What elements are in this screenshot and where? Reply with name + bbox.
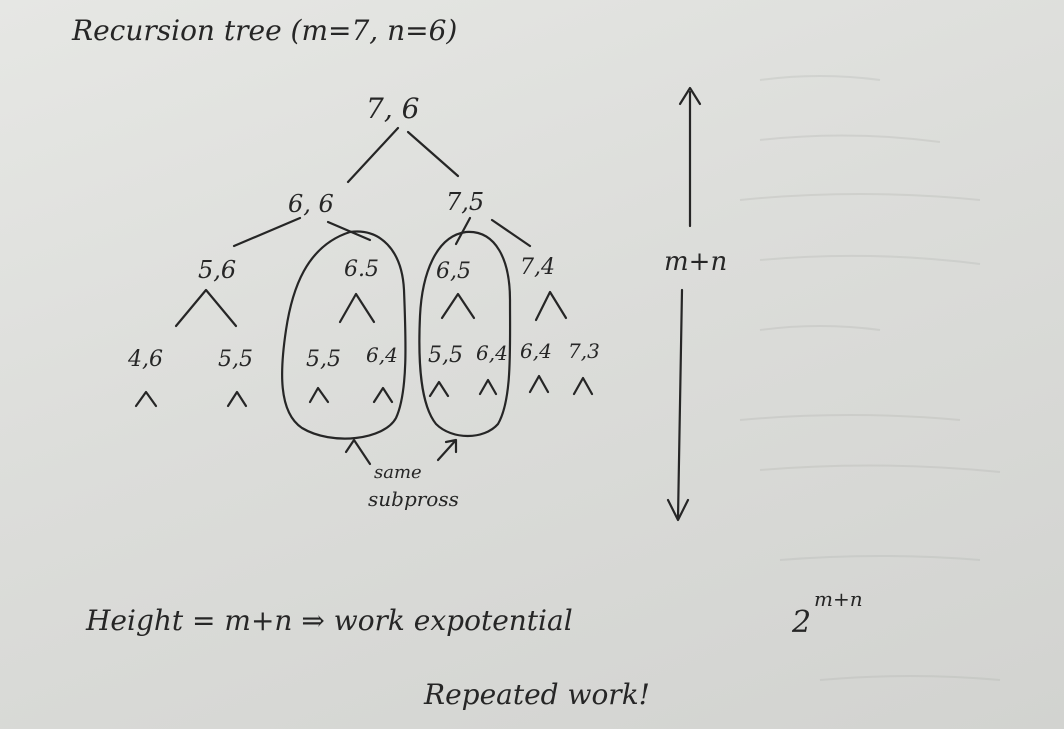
same-subproblem-arrows [344, 438, 458, 466]
tree-node-7-5: 7,5 [446, 188, 484, 216]
edge-65b-children [440, 292, 476, 320]
tree-node-5-6: 5,6 [198, 256, 236, 284]
exponent-power: m+n [814, 587, 863, 611]
loop-left-subtree [280, 230, 407, 440]
edge-65a-children [338, 292, 376, 324]
edge-75-74 [490, 218, 532, 248]
edge-64c-children [528, 374, 550, 394]
edge-64a-children [372, 386, 394, 404]
tree-edges [134, 126, 594, 408]
diagram-title: Recursion tree (m=7, n=6) [71, 14, 457, 47]
edge-66-56 [232, 216, 302, 248]
arrow-to-right-loop [436, 438, 458, 462]
edge-55a-children [226, 390, 248, 408]
edge-46-children [134, 390, 158, 408]
edge-74-children [534, 290, 568, 322]
same-label: same [374, 462, 422, 483]
repeated-work-note: Repeated work! [423, 678, 650, 711]
loop-right-subtree [418, 230, 512, 437]
tree-node-6-4-b: 6,4 [476, 341, 508, 365]
tree-node-6-4-c: 6,4 [520, 339, 552, 363]
tree-node-7-3: 7,3 [568, 339, 600, 363]
edge-55c-children [428, 380, 450, 398]
tree-nodes: 7, 6 6, 6 7,5 5,6 6.5 6,5 7,4 4,6 5,5 5,… [127, 92, 600, 372]
tree-node-6-6: 6, 6 [288, 190, 334, 218]
repeated-subproblem-loops [280, 230, 512, 440]
edge-76-75 [406, 130, 460, 178]
tree-node-7-4: 7,4 [520, 255, 555, 280]
edge-56-children [174, 288, 238, 328]
height-side-label: m+n [664, 247, 727, 277]
tree-node-5-5-a: 5,5 [218, 347, 253, 372]
edge-55b-children [308, 386, 330, 404]
exponent-base: 2 [791, 605, 811, 640]
height-statement: Height = m+n ⇒ work expotential [85, 604, 573, 637]
tree-node-5-5-b: 5,5 [306, 347, 341, 372]
edge-66-65a [326, 220, 372, 242]
height-double-arrow [666, 86, 702, 522]
subproblems-label: subpross [368, 487, 459, 511]
tree-node-6-5-left: 6.5 [344, 257, 379, 282]
tree-node-4-6: 4,6 [127, 347, 163, 372]
edge-76-66 [346, 126, 400, 184]
tree-node-6-5-right: 6,5 [436, 259, 471, 284]
tree-node-6-4-a: 6,4 [366, 343, 398, 367]
edge-75-65b [454, 216, 472, 246]
tree-node-7-6: 7, 6 [366, 92, 419, 125]
tree-node-5-5-c: 5,5 [428, 343, 463, 368]
bleed-through-marks [739, 75, 1001, 681]
arrow-to-left-loop [344, 438, 372, 466]
edge-64b-children [478, 378, 498, 396]
edge-73-children [572, 376, 594, 396]
